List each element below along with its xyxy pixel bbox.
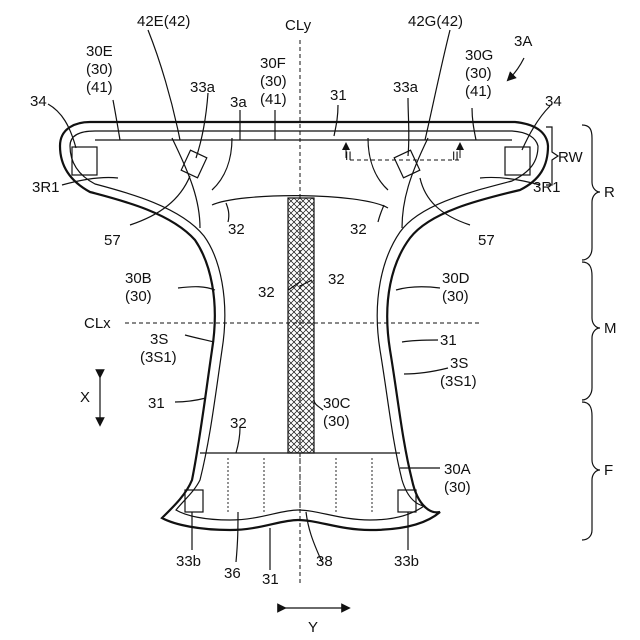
label-3a: 3a	[230, 94, 247, 111]
figure-arrow	[510, 58, 524, 78]
absorbent-strip	[288, 198, 314, 453]
label-3r1-left: 3R1	[32, 179, 60, 196]
right-wing-curve	[402, 138, 428, 228]
label-31-top: 31	[330, 87, 347, 104]
label-30b-1: 30B	[125, 270, 152, 287]
label-30g-2: (30)	[465, 65, 492, 82]
label-30a-1: 30A	[444, 461, 471, 478]
label-38: 38	[316, 553, 333, 570]
label-33b-left: 33b	[176, 553, 201, 570]
label-x-axis: X	[80, 389, 90, 406]
label-cly: CLy	[285, 17, 312, 34]
label-30c-1: 30C	[323, 395, 351, 412]
label-42g: 42G(42)	[408, 13, 463, 30]
fastener-34-right	[505, 147, 530, 175]
label-fig-id: 3A	[514, 33, 532, 50]
label-30e-2: (30)	[86, 61, 113, 78]
label-34-right: 34	[545, 93, 562, 110]
label-32-left: 32	[228, 221, 245, 238]
label-32-center-a: 32	[258, 284, 275, 301]
tab-33a-left	[181, 150, 207, 178]
label-30f-1: 30F	[260, 55, 286, 72]
tension-arrows	[346, 146, 460, 158]
label-30e-3: (41)	[86, 79, 113, 96]
label-31-left: 31	[148, 395, 165, 412]
label-y-axis: Y	[308, 619, 318, 636]
label-30a-2: (30)	[444, 479, 471, 496]
left-inner-curve	[212, 138, 232, 190]
label-f: F	[604, 462, 613, 479]
tab-33b-left	[185, 490, 203, 512]
label-32-right: 32	[350, 221, 367, 238]
label-33a-left: 33a	[190, 79, 216, 96]
label-30f-3: (41)	[260, 91, 287, 108]
label-32-center-b: 32	[328, 271, 345, 288]
label-3s-right-2: (3S1)	[440, 373, 477, 390]
label-33b-right: 33b	[394, 553, 419, 570]
label-3s-left-2: (3S1)	[140, 349, 177, 366]
fastener-34-left	[72, 147, 97, 175]
label-r: R	[604, 184, 615, 201]
right-inner-curve	[368, 138, 388, 190]
label-30d-1: 30D	[442, 270, 470, 287]
label-31-right: 31	[440, 332, 457, 349]
label-36: 36	[224, 565, 241, 582]
label-30d-2: (30)	[442, 288, 469, 305]
label-30e-1: 30E	[86, 43, 113, 60]
label-57-right: 57	[478, 232, 495, 249]
label-32-lower: 32	[230, 415, 247, 432]
label-30g-3: (41)	[465, 83, 492, 100]
label-31-bottom: 31	[262, 571, 279, 588]
label-30g-1: 30G	[465, 47, 493, 64]
label-m: M	[604, 320, 617, 337]
label-34-left: 34	[30, 93, 47, 110]
label-arrow-marks-right: II	[452, 149, 459, 163]
label-42e: 42E(42)	[137, 13, 190, 30]
label-rw: RW	[558, 149, 584, 166]
label-clx: CLx	[84, 315, 111, 332]
label-arrow-marks-left: II	[345, 149, 352, 163]
label-3s-right-1: 3S	[450, 355, 468, 372]
label-33a-right: 33a	[393, 79, 419, 96]
label-3s-left-1: 3S	[150, 331, 168, 348]
label-30f-2: (30)	[260, 73, 287, 90]
label-30b-2: (30)	[125, 288, 152, 305]
label-30c-2: (30)	[323, 413, 350, 430]
label-57-left: 57	[104, 232, 121, 249]
label-3r1-right: 3R1	[533, 179, 561, 196]
